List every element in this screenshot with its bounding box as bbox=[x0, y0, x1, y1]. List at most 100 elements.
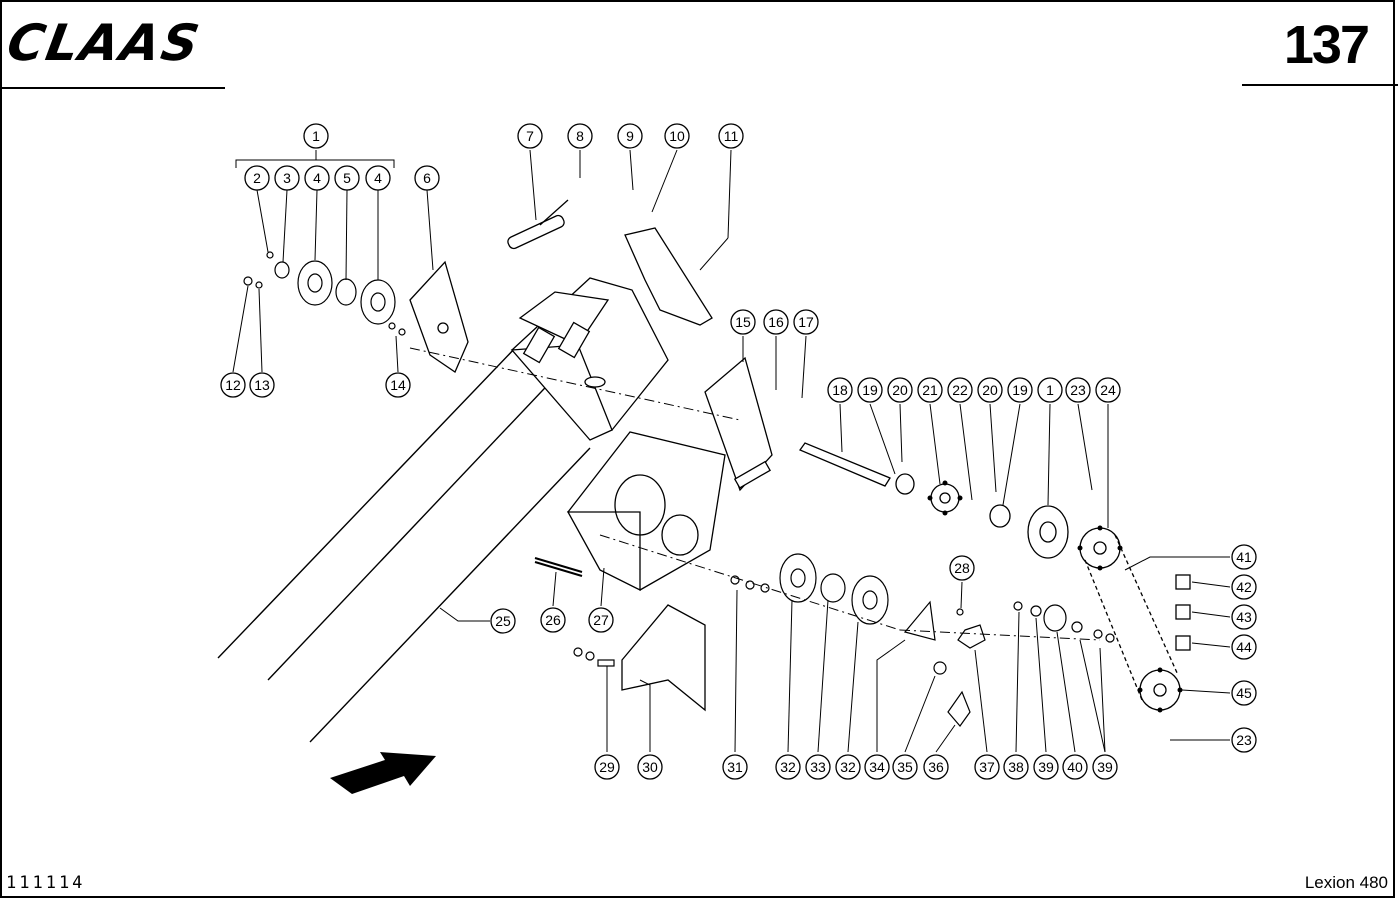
callout-label: 40 bbox=[1067, 759, 1083, 775]
callout-circle bbox=[249, 372, 275, 398]
callout-label: 4 bbox=[313, 170, 321, 186]
callout-label: 10 bbox=[669, 128, 685, 144]
chain-drive bbox=[1079, 527, 1191, 711]
callout-34: 34 bbox=[864, 754, 890, 780]
callout-circle bbox=[1092, 754, 1118, 780]
callout-label: 32 bbox=[840, 759, 856, 775]
callout-label: 1 bbox=[1046, 382, 1054, 398]
callout-label: 19 bbox=[1012, 382, 1028, 398]
callout-24: 24 bbox=[1095, 377, 1121, 403]
callout-38: 38 bbox=[1003, 754, 1029, 780]
callout-label: 34 bbox=[869, 759, 885, 775]
callout-3: 3 bbox=[274, 165, 300, 191]
callout-37: 37 bbox=[974, 754, 1000, 780]
sprocket-teeth bbox=[927, 480, 1183, 713]
model-name: Lexion 480 bbox=[1304, 873, 1388, 892]
callout-15: 15 bbox=[730, 309, 756, 335]
callout-27: 27 bbox=[588, 607, 614, 633]
callout-23: 23 bbox=[1231, 727, 1257, 753]
callout-label: 23 bbox=[1236, 732, 1252, 748]
callout-label: 7 bbox=[526, 128, 534, 144]
leader-lines bbox=[232, 149, 1231, 753]
callout-circle bbox=[1231, 604, 1257, 630]
callout-label: 20 bbox=[982, 382, 998, 398]
flange-plate bbox=[704, 356, 773, 492]
callout-circle bbox=[304, 165, 330, 191]
callout-label: 1 bbox=[312, 128, 320, 144]
callout-circle bbox=[793, 309, 819, 335]
callout-label: 38 bbox=[1008, 759, 1024, 775]
callout-circle bbox=[923, 754, 949, 780]
document-id: 111114 bbox=[6, 873, 86, 893]
callout-circle bbox=[763, 309, 789, 335]
callout-label: 39 bbox=[1097, 759, 1113, 775]
callout-30: 30 bbox=[637, 754, 663, 780]
lower-bearing bbox=[573, 553, 1115, 727]
callout-circle bbox=[827, 377, 853, 403]
callout-33: 33 bbox=[805, 754, 831, 780]
callout-label: 27 bbox=[593, 612, 609, 628]
callout-label: 12 bbox=[225, 377, 241, 393]
callout-circle bbox=[490, 608, 516, 634]
callout-7: 7 bbox=[517, 123, 543, 149]
callout-label: 43 bbox=[1236, 609, 1252, 625]
callout-29: 29 bbox=[594, 754, 620, 780]
conveyor-rails bbox=[217, 344, 591, 743]
callout-39: 39 bbox=[1092, 754, 1118, 780]
callout-circle bbox=[1065, 377, 1091, 403]
callout-circle bbox=[805, 754, 831, 780]
callout-label: 3 bbox=[283, 170, 291, 186]
callout-label: 19 bbox=[862, 382, 878, 398]
axis-lines bbox=[409, 347, 1101, 641]
callout-circle bbox=[594, 754, 620, 780]
callout-label: 41 bbox=[1236, 549, 1252, 565]
callout-39: 39 bbox=[1033, 754, 1059, 780]
callout-44: 44 bbox=[1231, 634, 1257, 660]
callout-circle bbox=[1033, 754, 1059, 780]
callout-circle bbox=[1231, 544, 1257, 570]
callout-label: 18 bbox=[832, 382, 848, 398]
callout-25: 25 bbox=[490, 608, 516, 634]
callout-6: 6 bbox=[414, 165, 440, 191]
callout-circle bbox=[1231, 634, 1257, 660]
callout-45: 45 bbox=[1231, 680, 1257, 706]
callout-43: 43 bbox=[1231, 604, 1257, 630]
callout-22: 22 bbox=[947, 377, 973, 403]
callout-1: 1 bbox=[303, 123, 329, 149]
callout-circle bbox=[775, 754, 801, 780]
callout-label: 14 bbox=[390, 377, 406, 393]
callout-circle bbox=[334, 165, 360, 191]
callout-36: 36 bbox=[923, 754, 949, 780]
callout-16: 16 bbox=[763, 309, 789, 335]
callout-label: 6 bbox=[423, 170, 431, 186]
callout-circle bbox=[947, 377, 973, 403]
bearing-assembly bbox=[243, 251, 406, 336]
callout-circle bbox=[835, 754, 861, 780]
callout-circle bbox=[303, 123, 329, 149]
callout-label: 11 bbox=[724, 128, 739, 144]
callout-label: 17 bbox=[798, 314, 814, 330]
callout-12: 12 bbox=[220, 372, 246, 398]
callout-20: 20 bbox=[887, 377, 913, 403]
callout-circle bbox=[365, 165, 391, 191]
callout-label: 15 bbox=[735, 314, 751, 330]
callout-2: 2 bbox=[244, 165, 270, 191]
callout-circle bbox=[1062, 754, 1088, 780]
callout-label: 33 bbox=[810, 759, 826, 775]
callout-circle bbox=[664, 123, 690, 149]
callout-circle bbox=[1095, 377, 1121, 403]
callout-label: 26 bbox=[545, 612, 561, 628]
shaft bbox=[798, 442, 1069, 559]
bracket bbox=[621, 604, 706, 712]
callout-label: 13 bbox=[254, 377, 270, 393]
callout-label: 28 bbox=[954, 560, 970, 576]
callout-circle bbox=[977, 377, 1003, 403]
callout-circle bbox=[730, 309, 756, 335]
callout-label: 35 bbox=[897, 759, 913, 775]
spring bbox=[534, 557, 583, 577]
callout-circle bbox=[1037, 377, 1063, 403]
callout-circle bbox=[857, 377, 883, 403]
callout-label: 45 bbox=[1236, 685, 1252, 701]
